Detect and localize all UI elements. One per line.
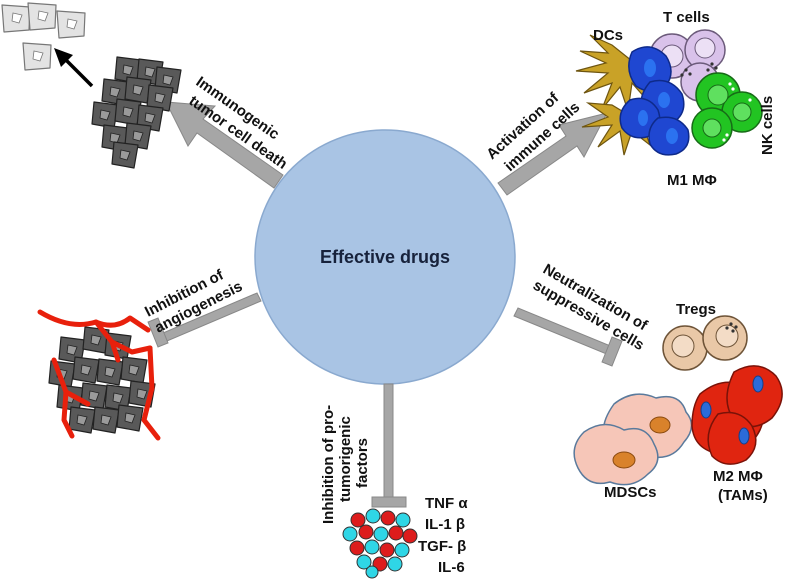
- dcs-label: DCs: [593, 27, 623, 44]
- cytokine-molecules-icon: [342, 508, 418, 579]
- cell-death-arrow-icon: [54, 48, 94, 88]
- blood-vessels-icon: [37, 309, 161, 441]
- tumor-cell-cluster-icon: [91, 56, 182, 169]
- tregs-icon: [662, 315, 748, 371]
- m2-macrophages-icon: [691, 365, 783, 465]
- vascularized-tumor-icon: [37, 309, 161, 441]
- factors-label-line2: tumorigenic: [337, 416, 354, 502]
- nk-cells-icon: [691, 72, 763, 149]
- neutralization-inhibition-bar: [513, 307, 623, 367]
- tregs-label: Tregs: [676, 301, 716, 318]
- center-label: Effective drugs: [320, 247, 450, 267]
- mdscs-label: MDSCs: [604, 484, 657, 501]
- factors-label-line1: Inhibition of pro-: [320, 405, 337, 524]
- factor-il1: IL-1 β: [425, 516, 465, 533]
- factors-inhibition-bar: [371, 383, 407, 508]
- dying-cells-icon: [1, 2, 86, 71]
- angiogenesis-inhibition-bar: [147, 292, 262, 348]
- center-node: Effective drugs: [254, 129, 516, 385]
- m2-label: M2 MΦ: [713, 468, 763, 485]
- factor-tnf: TNF α: [425, 495, 468, 512]
- dendritic-cells-icon: [575, 34, 652, 156]
- nkcells-label: NK cells: [759, 96, 776, 155]
- m1-label: M1 MΦ: [667, 172, 717, 189]
- m1-macrophages-icon: [619, 46, 690, 156]
- immunogenic-arrow: [165, 101, 284, 189]
- tcells-label: T cells: [663, 9, 710, 26]
- immune-cells-group: [575, 29, 763, 156]
- factor-il6: IL-6: [438, 559, 465, 576]
- factors-label-line3: factors: [354, 438, 371, 488]
- factor-tgf: TGF- β: [418, 538, 466, 555]
- activation-arrow: [497, 112, 608, 196]
- tams-label: (TAMs): [718, 487, 768, 504]
- mdscs-icon: [573, 393, 693, 486]
